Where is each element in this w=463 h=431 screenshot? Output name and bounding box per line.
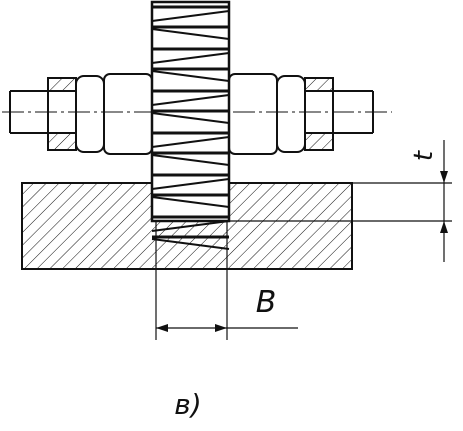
- hub-left: [103, 73, 153, 155]
- arrow-t-bottom: [440, 221, 448, 233]
- cutter-tooth: [151, 5, 230, 40]
- label-b: B: [256, 285, 277, 320]
- arrow-b-right: [215, 324, 227, 332]
- spacer-ring-right: [304, 77, 334, 151]
- collar-left: [75, 75, 105, 153]
- spacer-ring-left: [47, 77, 77, 151]
- arrow-t-top: [440, 171, 448, 183]
- label-t: t: [409, 150, 439, 161]
- figure-caption: в): [174, 388, 201, 421]
- cutter-tooth: [151, 47, 230, 82]
- hub-right: [228, 73, 278, 155]
- cutter-tooth: [151, 215, 230, 250]
- cutter-tooth: [151, 173, 230, 208]
- cutter-teeth: [151, 5, 230, 250]
- arrow-b-left: [156, 324, 168, 332]
- collar-right: [276, 75, 306, 153]
- cutter-tooth: [151, 131, 230, 166]
- cutter-tooth: [151, 89, 230, 124]
